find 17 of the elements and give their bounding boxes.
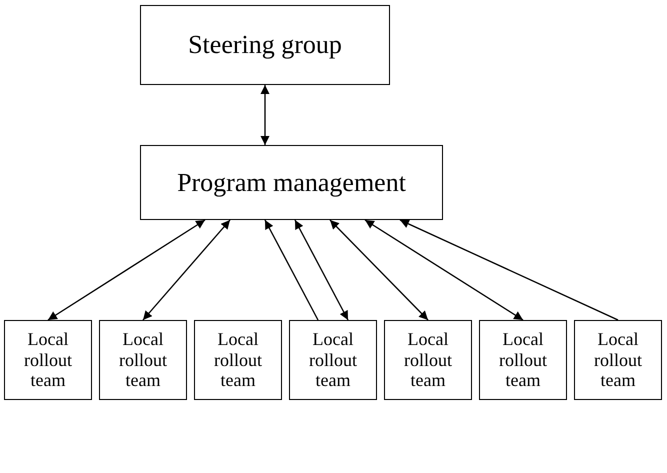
arrow (264, 220, 319, 320)
team-box: Local rollout team (4, 320, 92, 400)
arrow (142, 220, 230, 320)
arrow (260, 85, 270, 145)
team-box: Local rollout team (194, 320, 282, 400)
team-box: Local rollout team (384, 320, 472, 400)
team-box: Local rollout team (99, 320, 187, 400)
arrow (330, 220, 428, 320)
management-box: Program management (140, 145, 443, 220)
team-box: Local rollout team (289, 320, 377, 400)
group-box: Steering group (140, 5, 390, 85)
arrow (294, 220, 349, 320)
arrow (48, 219, 206, 321)
arrow (364, 219, 524, 321)
team-box: Local rollout team (479, 320, 567, 400)
arrow (400, 219, 618, 321)
team-box: Local rollout team (574, 320, 662, 400)
